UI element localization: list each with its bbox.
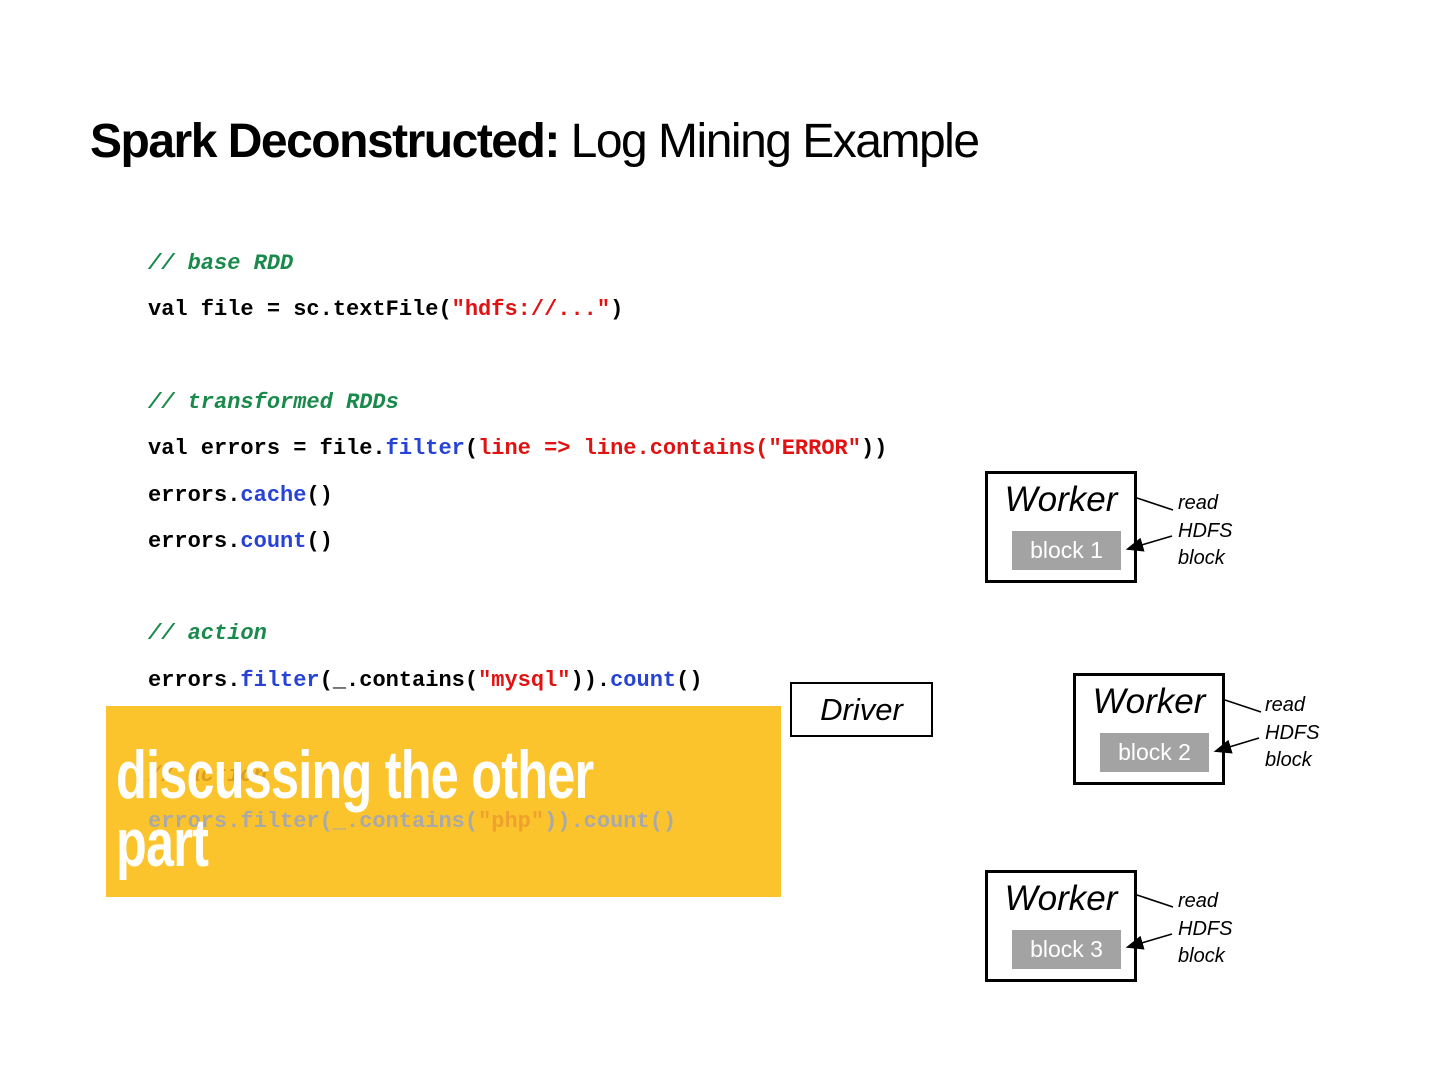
- faded-code-comment-action: // action: [148, 763, 267, 788]
- hdfs-block-chip: block 1: [1012, 531, 1121, 570]
- worker-box-2: Worker block 2: [1073, 673, 1225, 785]
- worker-label: Worker: [1004, 879, 1118, 918]
- code-line-count: errors.count(): [148, 529, 333, 554]
- code-comment-base-rdd: // base RDD: [148, 251, 294, 276]
- worker-box-3: Worker block 3: [985, 870, 1137, 982]
- code-line-cache: errors.cache(): [148, 483, 333, 508]
- faded-code-line-filter-php: errors.filter(_.contains("php")).count(): [148, 809, 677, 834]
- page-title: Spark Deconstructed: Log Mining Example: [90, 114, 980, 169]
- driver-label: Driver: [820, 691, 903, 727]
- worker-label: Worker: [1092, 682, 1206, 721]
- hdfs-block-chip: block 2: [1100, 733, 1209, 772]
- overlay-caption: discussing the other part: [116, 737, 594, 881]
- driver-box: Driver: [790, 682, 933, 737]
- code-line-filter-mysql: errors.filter(_.contains("mysql")).count…: [148, 668, 703, 693]
- read-hdfs-note-3: read HDFS block: [1178, 890, 1233, 967]
- worker-label: Worker: [1004, 480, 1118, 519]
- title-regular-segment: Log Mining Example: [558, 115, 980, 168]
- title-bold-segment: Spark Deconstructed:: [90, 115, 560, 168]
- read-hdfs-note-2: read HDFS block: [1265, 694, 1320, 771]
- hdfs-block-chip: block 3: [1012, 930, 1121, 969]
- code-comment-action: // action: [148, 621, 267, 646]
- worker-box-1: Worker block 1: [985, 471, 1137, 583]
- read-hdfs-note-1: read HDFS block: [1178, 492, 1233, 569]
- code-line-filter-error: val errors = file.filter(line => line.co…: [148, 436, 888, 461]
- highlight-overlay: // action errors.filter(_.contains("php"…: [106, 706, 781, 897]
- code-line-textfile: val file = sc.textFile("hdfs://..."): [148, 297, 624, 322]
- code-comment-transformed-rdds: // transformed RDDs: [148, 390, 399, 415]
